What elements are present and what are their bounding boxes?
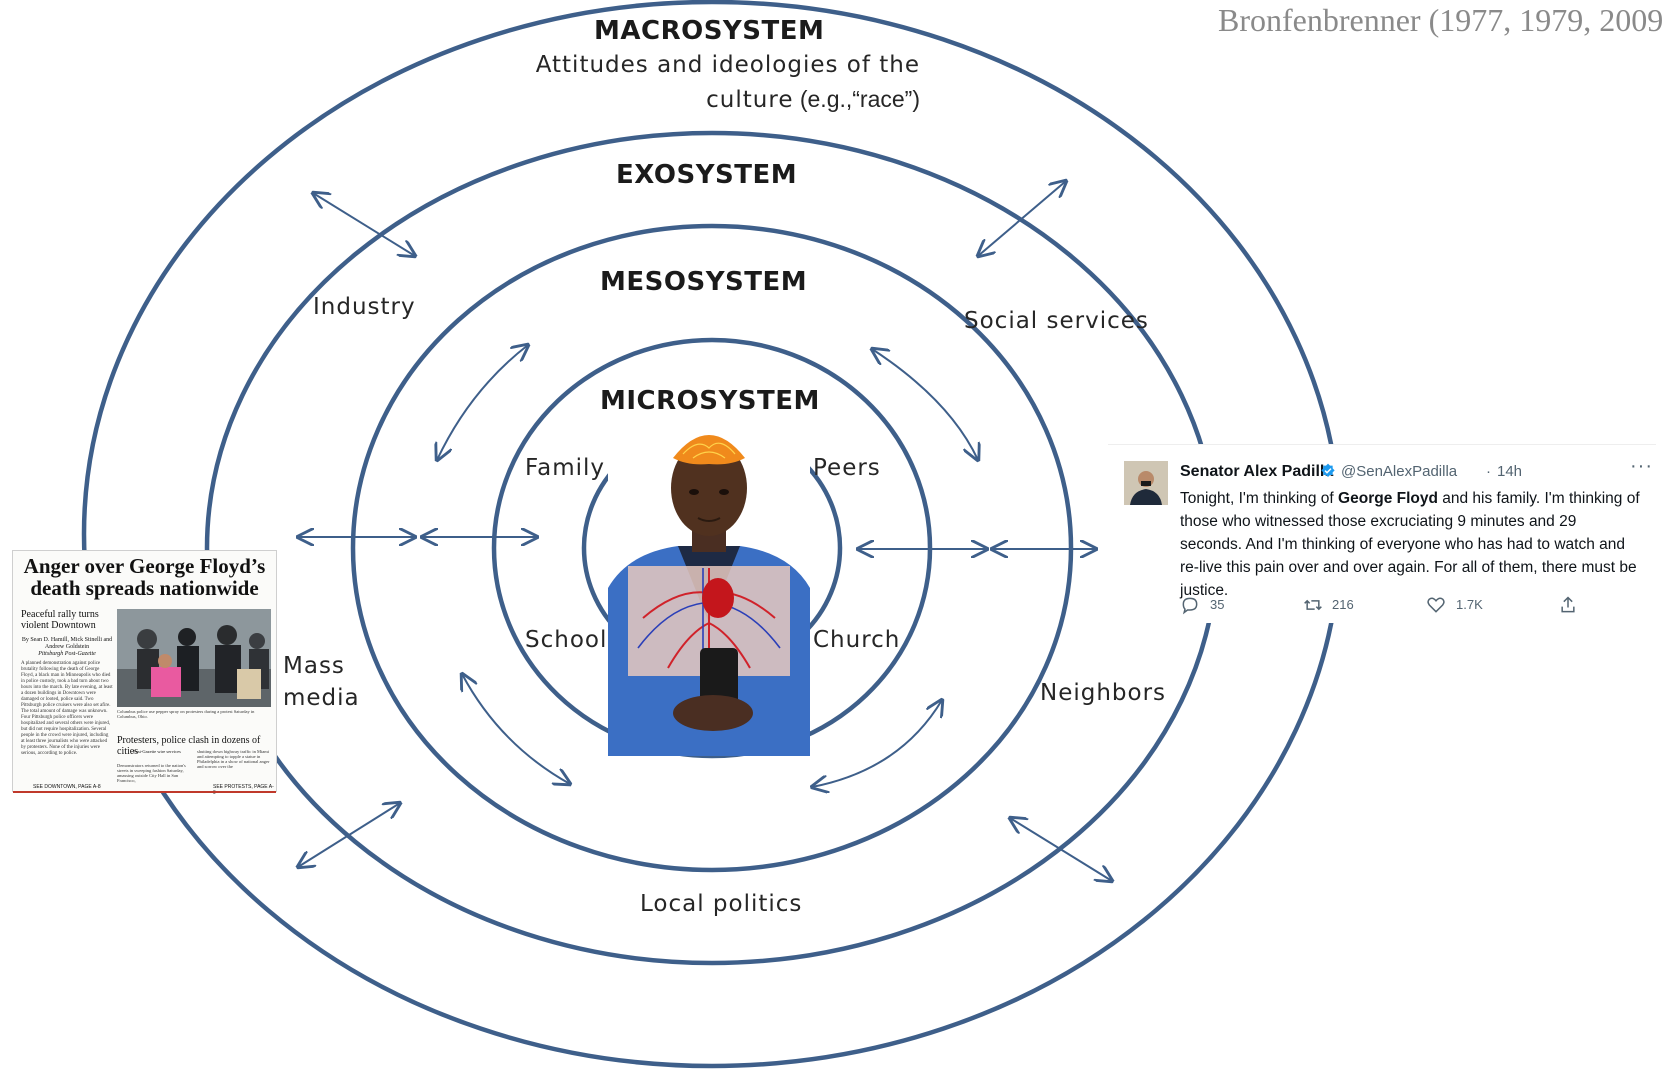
label-social-services: Social services (964, 308, 1149, 334)
mesosystem-title: MESOSYSTEM (600, 267, 808, 297)
newspaper-second-body-col1: Demonstrators returned to the nation's s… (117, 763, 186, 783)
newspaper-headline: Anger over George Floyd’s death spreads … (23, 554, 266, 600)
like-count: 1.7K (1456, 597, 1483, 612)
citation: Bronfenbrenner (1977, 1979, 2009 (1218, 2, 1663, 38)
retweet-count: 216 (1332, 597, 1354, 612)
arrow-industry (313, 193, 415, 256)
newspaper-second-byline: Post-Gazette wire services (133, 749, 181, 754)
reply-icon (1182, 597, 1198, 615)
label-neighbors: Neighbors (1040, 680, 1167, 706)
newspaper-footer-right: SEE PROTESTS, PAGE A-9 (213, 784, 274, 796)
macrosystem-description: Attitudes and ideologies of the culture … (500, 48, 920, 117)
tweet-card[interactable]: Senator Alex Padilla @SenAlexPadilla · 1… (1108, 444, 1656, 623)
exosystem-title: EXOSYSTEM (616, 160, 798, 190)
newspaper-second-headline: Protesters, police clash in dozens of ci… (117, 735, 261, 757)
tweet-text: Tonight, I'm thinking of George Floyd an… (1180, 487, 1642, 602)
newspaper-byline-authors: By Sean D. Hamill, Mick Stinelli and And… (21, 637, 113, 650)
newspaper-red-rule (13, 791, 276, 793)
newspaper-body: A planned demonstration against police b… (21, 661, 113, 756)
macrosystem-desc-culture: culture (706, 87, 794, 113)
tweet-text-bold: George Floyd (1338, 490, 1438, 507)
arrow-meso-right (872, 349, 978, 460)
tweet-text-start: Tonight, I'm thinking of (1180, 490, 1339, 507)
label-local-politics: Local politics (640, 891, 803, 917)
newspaper-photo-caption: Columbus police use pepper spray on prot… (117, 709, 255, 719)
label-mass-media-line1: Mass (283, 653, 345, 679)
tweet-timestamp[interactable]: 14h (1497, 463, 1523, 480)
macrosystem-desc-line1: Attitudes and ideologies of the (535, 52, 920, 78)
newspaper-photo (117, 609, 271, 707)
arrow-meso-left (437, 345, 528, 460)
person-photo (608, 418, 810, 756)
arrow-lower-right-inner (812, 700, 942, 787)
newspaper-second-body-col2: shutting down highway traffic in Miami a… (197, 749, 270, 769)
macrosystem-desc-example: (e.g.,“race”) (793, 86, 920, 112)
label-school: School (525, 627, 608, 653)
macrosystem-desc-line2: culture (e.g.,“race”) (500, 82, 920, 117)
arrow-lower-left-inner (462, 674, 570, 784)
share-icon (1561, 596, 1575, 613)
label-peers: Peers (813, 455, 881, 481)
arrow-social-services (978, 181, 1066, 256)
arrow-lower-right-outer (1010, 818, 1112, 881)
macrosystem-title: MACROSYSTEM (594, 16, 825, 46)
newspaper-byline-paper: Pittsburgh Post-Gazette (38, 651, 96, 657)
arrow-lower-left-outer (298, 803, 400, 867)
newspaper-byline: By Sean D. Hamill, Mick Stinelli and And… (21, 637, 113, 658)
verified-badge-icon (1321, 463, 1335, 477)
more-options-icon[interactable]: ··· (1630, 455, 1653, 477)
label-industry: Industry (313, 294, 416, 320)
tweet-separator-dot: · (1486, 463, 1491, 480)
label-mass-media-line2: media (283, 685, 360, 711)
newspaper-clipping: Anger over George Floyd’s death spreads … (12, 550, 277, 796)
label-family: Family (525, 455, 606, 481)
tweet-text-end: and his family. I'm thinking of those wh… (1180, 490, 1640, 599)
retweet-icon (1304, 599, 1322, 611)
microsystem-title: MICROSYSTEM (600, 386, 820, 416)
reply-count: 35 (1210, 597, 1225, 612)
heart-icon (1427, 597, 1445, 613)
newspaper-footer-left: SEE DOWNTOWN, PAGE A-8 (33, 784, 101, 790)
tweet-author-handle[interactable]: @SenAlexPadilla (1341, 463, 1458, 480)
avatar[interactable] (1124, 461, 1168, 505)
newspaper-subhead: Peaceful rally turns violent Downtown (21, 609, 99, 631)
tweet-author-name[interactable]: Senator Alex Padilla (1180, 463, 1334, 480)
label-church: Church (813, 627, 901, 653)
